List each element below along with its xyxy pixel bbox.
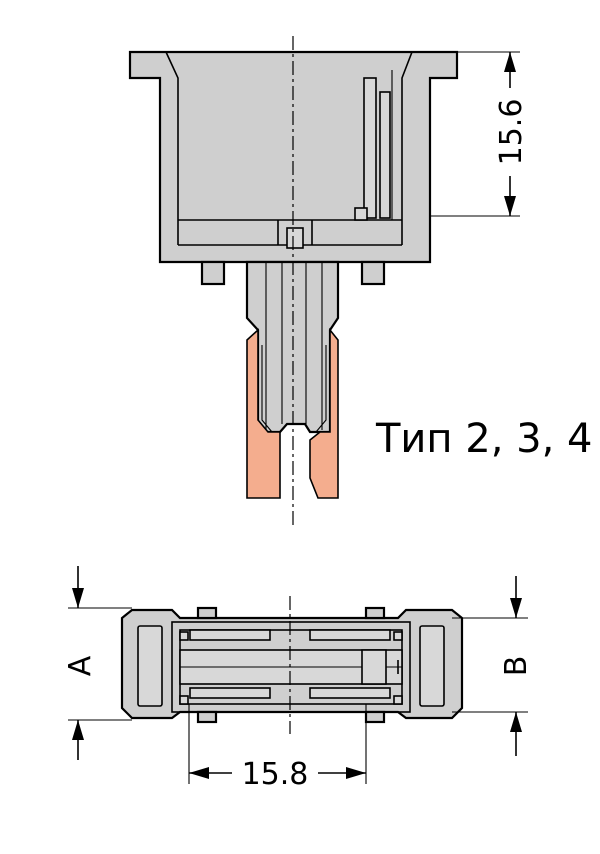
dimension-b-label: B (499, 656, 534, 677)
dimension-width: 15.8 (188, 704, 367, 792)
foot-left (200, 260, 226, 286)
contact-leg-right (309, 327, 339, 499)
dimension-width-label: 15.8 (242, 757, 309, 792)
latch-internals (354, 70, 393, 221)
foot-right (360, 260, 386, 286)
bottom-view: A B 15.8 (63, 566, 534, 792)
dimension-a: A (63, 566, 132, 760)
type-label: Тип 2, 3, 4 (375, 416, 593, 462)
dimension-height-label: 15.6 (494, 99, 529, 166)
housing-inner-wall-right (401, 51, 413, 245)
end-slot-right (419, 625, 445, 707)
dimension-b: B (452, 576, 534, 756)
top-view: 15.6 Тип 2, 3, 4 (128, 36, 593, 528)
end-slot-left (137, 625, 163, 707)
dimension-height: 15.6 (430, 51, 529, 217)
dimension-a-label: A (63, 655, 98, 676)
housing-inner-wall-left (165, 51, 179, 245)
contact-leg-left (246, 328, 281, 499)
